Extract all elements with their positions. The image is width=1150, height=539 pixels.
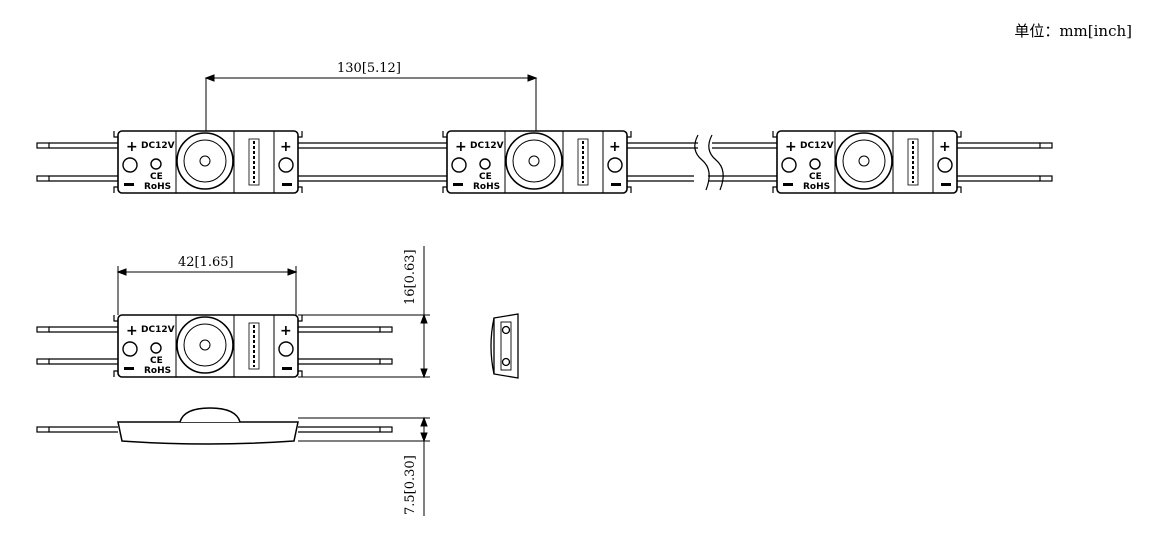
rohs-mark: RoHS [803, 182, 830, 192]
width-dimension [298, 246, 430, 379]
rohs-mark: RoHS [144, 182, 171, 192]
ce-mark: CE [150, 172, 163, 182]
rohs-mark: RoHS [144, 366, 171, 376]
rohs-mark: RoHS [473, 182, 500, 192]
width-dimension-label: 16[0.63] [403, 249, 418, 305]
wire-single-top [36, 326, 393, 365]
led-module-single: + + DC12V CE RoHS [113, 314, 303, 378]
voltage-mark: DC12V [470, 141, 504, 151]
voltage-mark: DC12V [800, 141, 834, 151]
voltage-mark: DC12V [141, 325, 175, 335]
plus-mark: + [126, 323, 138, 339]
ce-mark: CE [479, 172, 492, 182]
plus-mark: + [126, 139, 138, 155]
length-dimension-label: 42[1.65] [178, 255, 234, 270]
pitch-dimension-label: 130[5.12] [337, 61, 401, 76]
plus-mark: + [455, 139, 467, 155]
plus-mark: + [609, 139, 621, 155]
wire-chain-top [36, 134, 1053, 191]
led-module-3: + + DC12V CE RoHS [772, 130, 962, 194]
module-end-view [490, 313, 519, 379]
length-dimension [116, 266, 298, 315]
plus-mark: + [785, 139, 797, 155]
led-module-2: + + DC12V CE RoHS [442, 130, 632, 194]
plus-mark: + [280, 323, 292, 339]
plus-mark: + [939, 139, 951, 155]
ce-mark: CE [809, 172, 822, 182]
ce-mark: CE [150, 356, 163, 366]
voltage-mark: DC12V [141, 141, 175, 151]
height-dimension [298, 416, 430, 516]
plus-mark: + [280, 139, 292, 155]
height-dimension-label: 7.5[0.30] [403, 455, 418, 515]
module-side-view [36, 407, 393, 445]
unit-label: 单位：mm[inch] [1014, 22, 1132, 40]
pitch-dimension [204, 74, 538, 131]
led-module-1: + + DC12V CE RoHS [113, 130, 303, 194]
